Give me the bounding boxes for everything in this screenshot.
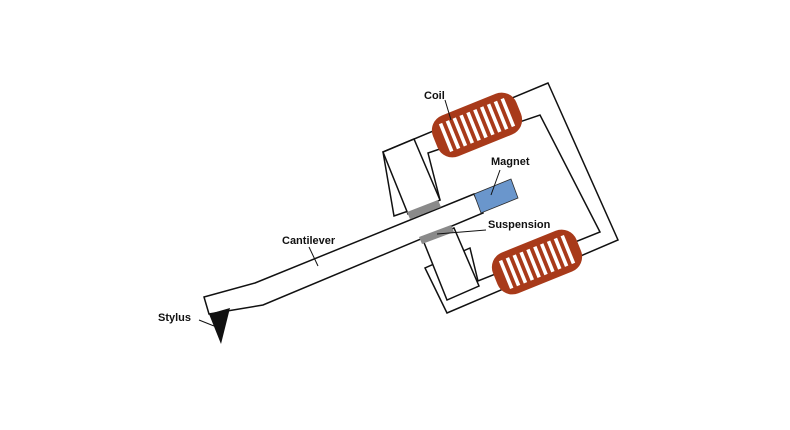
stylus-label: Stylus: [158, 312, 191, 324]
coil-label: Coil: [424, 90, 445, 102]
coil-upper-winding: [473, 109, 488, 139]
coil-lower-winding: [519, 251, 534, 281]
coil-upper-winding: [466, 111, 481, 141]
cantilever-label: Cantilever: [282, 235, 336, 247]
coil-upper-winding: [486, 103, 502, 133]
suspension-lower: [419, 225, 454, 244]
coil-leader-line: [444, 99, 452, 121]
yoke-upper-pole: [382, 138, 441, 215]
coil-upper-winding: [480, 106, 495, 136]
suspension-label: Suspension: [488, 219, 551, 231]
coil-lower-winding: [546, 240, 562, 270]
magnet-leader-line: [490, 169, 501, 196]
suspension-leader-line: [436, 229, 487, 235]
coil-lower-winding: [553, 237, 569, 267]
coil-lower-winding: [526, 248, 541, 278]
coil-upper-winding: [445, 120, 461, 150]
coil-upper-winding: [459, 114, 474, 144]
coil-lower: [491, 229, 583, 295]
coil-upper-winding: [452, 117, 468, 147]
coil-upper-winding: [500, 97, 516, 128]
magnet: [473, 178, 519, 214]
coil-lower-winding: [560, 234, 576, 265]
coil-lower-winding: [512, 254, 528, 284]
cantilever-leader-line: [308, 246, 319, 267]
coil-lower-winding: [540, 243, 555, 273]
coil-upper: [431, 92, 523, 158]
coil-upper-winding: [438, 122, 454, 153]
suspension-upper: [407, 200, 441, 219]
coil-lower-winding: [498, 259, 514, 290]
magnet-label: Magnet: [491, 156, 530, 168]
coil-lower-winding: [533, 246, 548, 276]
coil-lower-winding: [505, 257, 521, 287]
stylus: [209, 308, 230, 344]
coil-upper-winding: [493, 100, 509, 130]
stylus-leader-line: [198, 319, 215, 327]
